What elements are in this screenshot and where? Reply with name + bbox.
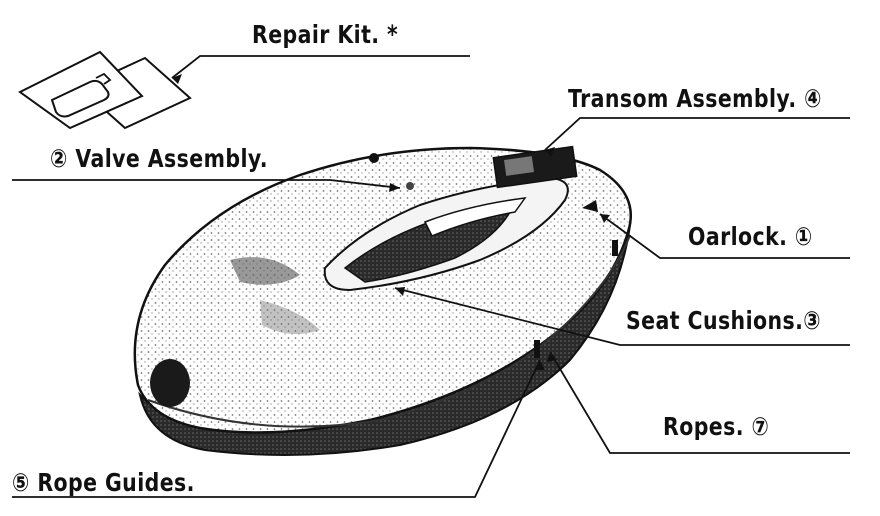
valve-icon [369, 153, 414, 190]
label-seat-cushions: Seat Cushions.③ [626, 306, 822, 335]
handle-icon [150, 359, 190, 407]
patch-sheets-icon [18, 50, 192, 130]
oarlock-icon [582, 200, 598, 212]
label-transom-assembly: Transom Assembly. ④ [568, 84, 822, 113]
inflatable-boat-illustration [133, 145, 633, 456]
label-oarlock: Oarlock. ① [688, 222, 813, 251]
rope-guide-icon [612, 240, 618, 256]
label-ropes: Ropes. ⑦ [663, 412, 770, 441]
rope-guide-icon [534, 340, 540, 358]
leader-lines [12, 55, 850, 498]
arrowheads [172, 74, 610, 370]
transom-assembly-icon [492, 145, 578, 189]
label-rope-guides: ⑤ Rope Guides. [12, 468, 195, 497]
label-valve-assembly: ② Valve Assembly. [50, 144, 268, 173]
label-repair-kit: Repair Kit. * [252, 20, 399, 49]
